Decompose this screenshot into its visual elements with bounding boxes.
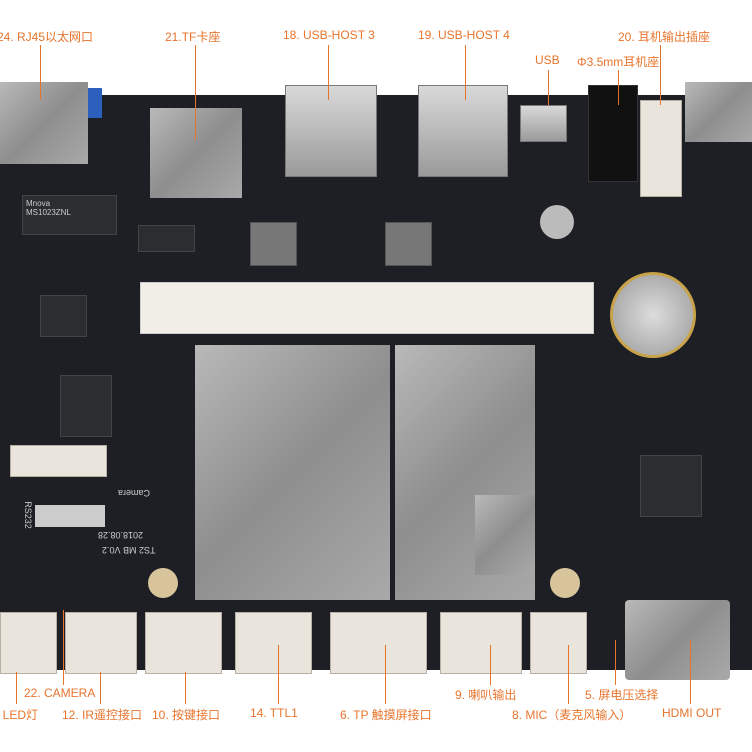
so-dimm-slot: [140, 282, 594, 334]
leader-line: [195, 45, 196, 140]
label-ttl1: 14. TTL1: [250, 706, 298, 720]
leader-line: [660, 45, 661, 105]
usb-host-4-port: [418, 85, 508, 177]
leader-line: [465, 45, 466, 100]
camera-silk: Camera: [118, 488, 151, 498]
ic-chip: [60, 375, 112, 437]
label-ir: 12. IR遥控接口: [62, 708, 143, 722]
shield-cover-left: [195, 345, 390, 600]
leader-line: [568, 645, 569, 704]
usb-host-3-port: [285, 85, 377, 177]
label-led: . LED灯: [0, 708, 39, 722]
rj45-led: [88, 88, 102, 118]
chip-brand: Mnova: [26, 199, 51, 208]
camera-connector: [35, 505, 105, 527]
ic-chip: [40, 295, 87, 337]
leader-line: [278, 645, 279, 704]
label-audio-jack: Φ3.5mm耳机座: [577, 55, 660, 69]
screw: [148, 568, 178, 598]
leader-line: [618, 70, 619, 105]
leader-line: [690, 640, 691, 704]
ir-connector: [65, 612, 137, 674]
silk-date: 2018.08.28: [98, 530, 144, 540]
tp-connector: [330, 612, 427, 674]
leader-line: [548, 70, 549, 105]
leader-line: [40, 45, 41, 100]
label-screen-voltage: 5. 屏电压选择: [585, 688, 659, 702]
coin-battery: [610, 272, 696, 358]
label-rj45: 24. RJ45以太网口: [0, 30, 94, 44]
capacitor: [540, 205, 574, 239]
label-earphone: 20. 耳机输出插座: [618, 30, 711, 44]
soc-chip: [640, 455, 702, 517]
white-connector: [10, 445, 107, 477]
label-speaker: 9. 喇叭输出: [455, 688, 517, 702]
earphone-header: [640, 100, 682, 197]
leader-line: [328, 45, 329, 100]
audio-jack: [588, 85, 638, 182]
inductor: [385, 222, 432, 266]
inductor: [250, 222, 297, 266]
tf-card-slot: [150, 108, 242, 198]
chip-model: MS1023ZNL: [26, 208, 71, 217]
leader-line: [385, 645, 386, 704]
ic-chip: [138, 225, 195, 252]
leader-line: [100, 672, 101, 704]
label-usb-host-4: 19. USB-HOST 4: [418, 28, 510, 42]
wifi-module: [475, 495, 535, 575]
label-hdmi-out: HDMI OUT: [662, 706, 722, 720]
silk-model: TS2 MB V0.2: [102, 545, 156, 555]
label-usb: USB: [535, 53, 560, 67]
mic-connector: [530, 612, 587, 674]
label-usb-host-3: 18. USB-HOST 3: [283, 28, 375, 42]
label-tf-card: 21.TF卡座: [165, 30, 221, 44]
leader-line: [63, 610, 64, 685]
hdmi-port: [625, 600, 730, 680]
label-tp: 6. TP 触摸屏接口: [340, 708, 432, 722]
rj45-port: [0, 82, 88, 164]
label-key: 10. 按键接口: [152, 708, 221, 722]
leader-line: [16, 672, 17, 704]
screw: [550, 568, 580, 598]
label-camera: 22. CAMERA: [24, 686, 96, 700]
rs232-silk: RS232: [22, 501, 33, 529]
leader-line: [490, 645, 491, 685]
key-connector: [145, 612, 222, 674]
leader-line: [185, 672, 186, 704]
led-connector: [0, 612, 57, 674]
speaker-connector: [440, 612, 522, 674]
leader-line: [615, 640, 616, 685]
label-mic: 8. MIC（麦克风输入）: [512, 708, 632, 722]
micro-usb-port: [520, 105, 567, 142]
ttl-connector: [235, 612, 312, 674]
corner-port: [685, 82, 752, 142]
